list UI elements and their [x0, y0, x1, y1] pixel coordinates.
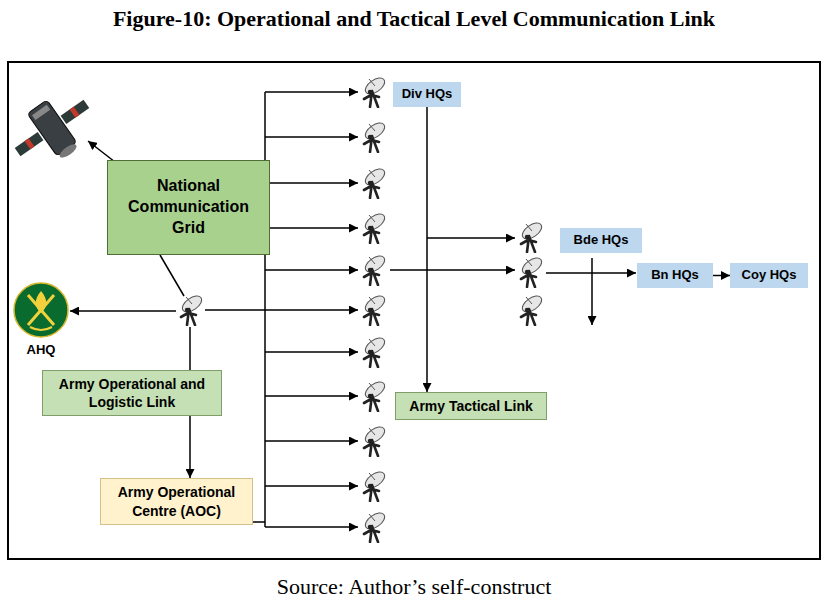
arrow-connector — [426, 107, 428, 392]
hq-box: Div HQs — [393, 82, 461, 107]
hq-box: Coy HQs — [730, 263, 808, 288]
node-label: AHQ — [27, 342, 56, 359]
link-box: Army Operational and Logistic Link — [42, 370, 222, 416]
figure-title: Figure-10: Operational and Tactical Leve… — [0, 6, 828, 32]
node-label: Bn HQs — [651, 267, 699, 284]
hq-box: Bn HQs — [637, 263, 713, 288]
node-label: Coy HQs — [742, 267, 797, 284]
node-label: Div HQs — [402, 86, 453, 103]
link-lines — [70, 92, 636, 527]
arrow-connector — [189, 416, 191, 478]
node-label: Army Operational and Logistic Link — [49, 375, 215, 411]
army-emblem — [12, 281, 70, 339]
node-label: National Communication Grid — [114, 176, 263, 238]
node-label: Army Tactical Link — [409, 397, 532, 415]
hq-box: Bde HQs — [560, 228, 642, 253]
node-label: Army Operational Centre (AOC) — [107, 483, 246, 519]
dish-icons — [180, 75, 545, 542]
frame — [8, 62, 820, 559]
emblem-node: AHQ — [10, 281, 72, 363]
node-label: Bde HQs — [574, 232, 629, 249]
link-box: Army Tactical Link — [395, 392, 547, 420]
centre-box: Army Operational Centre (AOC) — [100, 478, 253, 525]
figure-caption: Source: Author’s self-construct — [0, 574, 828, 600]
satellite-icon — [3, 83, 105, 179]
arrow-connector — [713, 275, 730, 277]
grid-box: National Communication Grid — [107, 160, 270, 255]
